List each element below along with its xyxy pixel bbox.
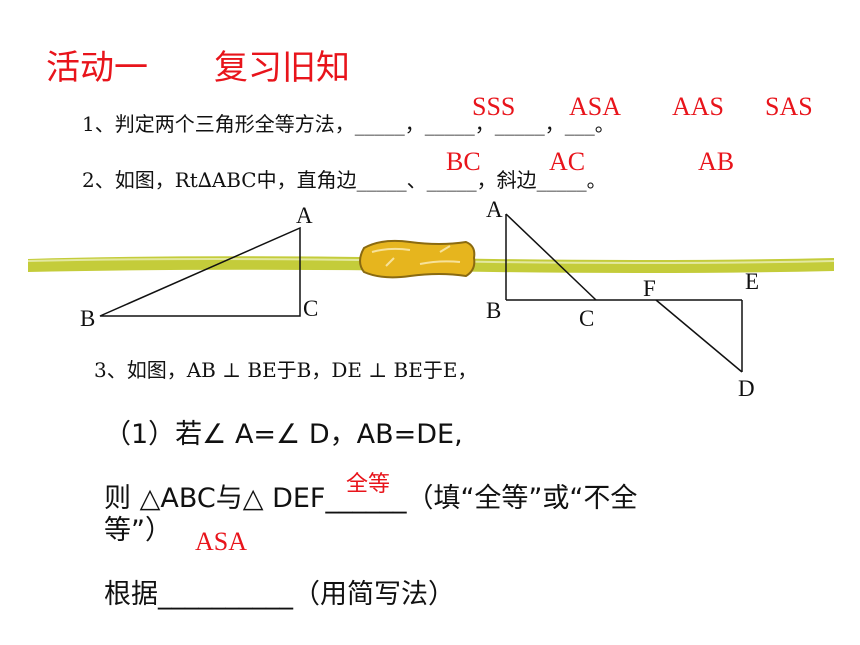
fig2-label-e: E [745, 269, 760, 294]
q3-answer-method: ASA [195, 527, 248, 556]
fig2-label-f: F [643, 276, 656, 301]
activity-title: 活动一 [46, 48, 148, 88]
question-1: 1、判定两个三角形全等方法，_____，_____，_____，___。 [82, 112, 615, 136]
fig2-label-d: D [738, 376, 755, 401]
q1-answer-4: SAS [765, 92, 813, 121]
q3-line-2: 则 △ABC与△ DEF______（填“全等”或“不全 [104, 483, 638, 514]
q3-answer-congruent: 全等 [346, 472, 391, 497]
q2-answer-2: AC [549, 147, 586, 176]
fig1-label-a: A [296, 203, 313, 228]
question-2: 2、如图，Rt∆ABC中，直角边_____、_____，斜边_____。 [82, 168, 607, 192]
q3-line-3: 等”） [104, 515, 172, 546]
q3-part-1: （1）若∠ A=∠ D，AB=DE, [104, 419, 463, 450]
q2-answer-3: AB [698, 147, 735, 176]
figure-2-lines [505, 213, 743, 373]
fig1-label-c: C [303, 296, 319, 321]
q1-answer-3: AAS [672, 92, 725, 121]
fig2-label-a: A [486, 197, 503, 222]
fig2-label-c: C [579, 306, 595, 331]
scroll-icon [359, 239, 476, 279]
triangle-abc-fig1 [99, 226, 301, 317]
q1-answer-2: ASA [569, 92, 622, 121]
question-3: 3、如图，AB ⊥ BE于B，DE ⊥ BE于E， [94, 358, 478, 382]
fig2-label-b: B [486, 298, 502, 323]
activity-subtitle: 复习旧知 [214, 48, 350, 88]
q1-answer-1: SSS [472, 92, 516, 121]
q3-line-4: 根据__________（用简写法） [104, 579, 455, 610]
fig1-label-b: B [80, 306, 96, 331]
q2-answer-1: BC [446, 147, 481, 176]
